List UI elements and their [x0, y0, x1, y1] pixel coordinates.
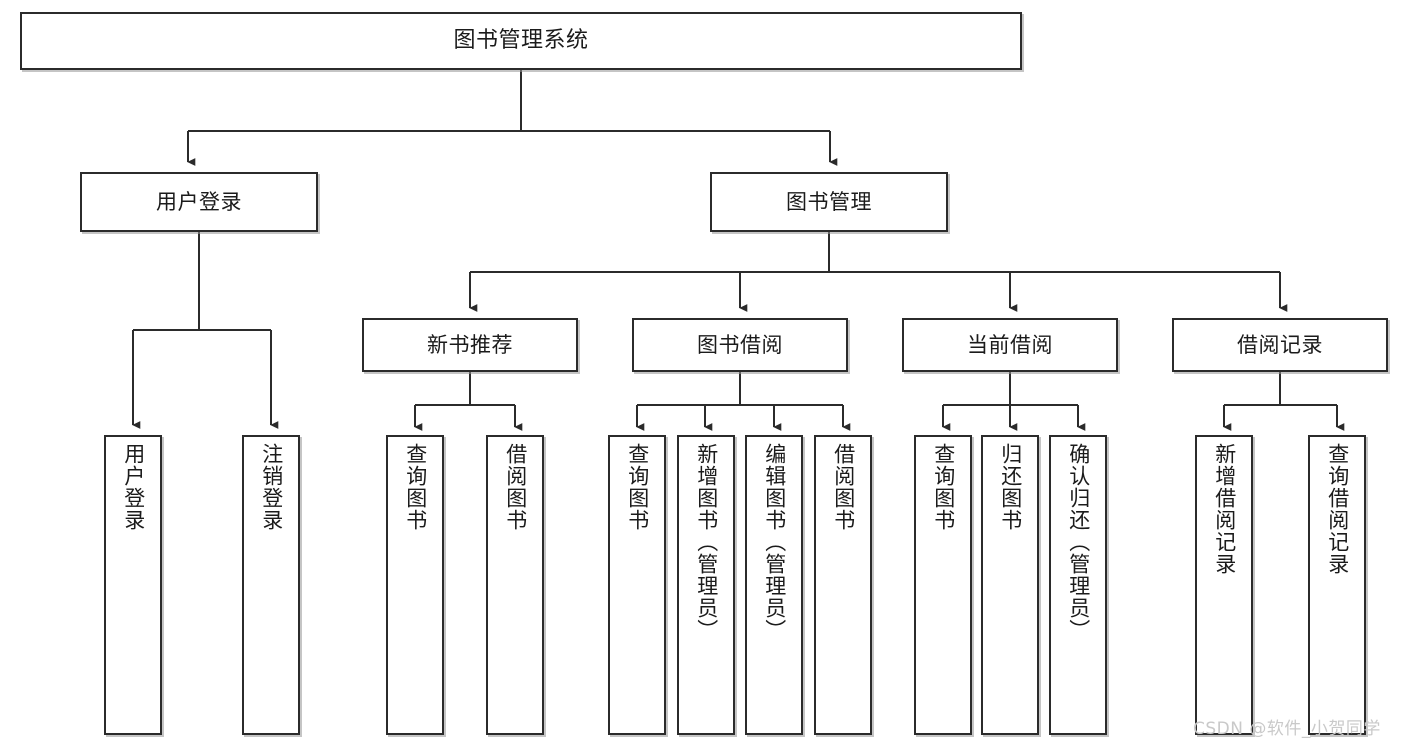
leaf-add-borrow-record[interactable]: 新增借阅记录	[1195, 435, 1253, 735]
leaf-confirm-return-admin[interactable]: 确认归还（管理员）	[1049, 435, 1107, 735]
leaf-borrow-book[interactable]: 借阅图书	[814, 435, 872, 735]
leaf-return-book[interactable]: 归还图书	[981, 435, 1039, 735]
node-label: 图书管理系统	[453, 28, 589, 54]
node-new-book-recommend[interactable]: 新书推荐	[362, 318, 578, 372]
node-borrow-record[interactable]: 借阅记录	[1172, 318, 1388, 372]
node-user-login[interactable]: 用户登录	[80, 172, 318, 232]
node-label: 编辑图书（管理员）	[762, 443, 787, 641]
leaf-query-book-borrow[interactable]: 查询图书	[608, 435, 666, 735]
node-root-system[interactable]: 图书管理系统	[20, 12, 1022, 70]
node-label: 借阅图书	[503, 443, 528, 531]
node-label: 图书借阅	[697, 332, 783, 357]
leaf-add-book-admin[interactable]: 新增图书（管理员）	[677, 435, 735, 735]
node-label: 新增借阅记录	[1212, 443, 1237, 575]
node-label: 归还图书	[998, 443, 1023, 531]
node-label: 新增图书（管理员）	[694, 443, 719, 641]
leaf-query-book-recommend[interactable]: 查询图书	[386, 435, 444, 735]
node-book-management[interactable]: 图书管理	[710, 172, 948, 232]
leaf-user-login[interactable]: 用户登录	[104, 435, 162, 735]
node-book-borrow[interactable]: 图书借阅	[632, 318, 848, 372]
node-label: 查询借阅记录	[1325, 443, 1350, 575]
node-label: 借阅记录	[1237, 332, 1323, 357]
node-current-borrow[interactable]: 当前借阅	[902, 318, 1118, 372]
leaf-query-borrow-record[interactable]: 查询借阅记录	[1308, 435, 1366, 735]
leaf-logout[interactable]: 注销登录	[242, 435, 300, 735]
node-label: 注销登录	[259, 443, 284, 531]
node-label: 图书管理	[786, 189, 872, 214]
node-label: 借阅图书	[831, 443, 856, 531]
node-label: 查询图书	[931, 443, 956, 531]
node-label: 用户登录	[156, 189, 242, 214]
leaf-edit-book-admin[interactable]: 编辑图书（管理员）	[745, 435, 803, 735]
node-label: 查询图书	[625, 443, 650, 531]
leaf-query-book-current[interactable]: 查询图书	[914, 435, 972, 735]
node-label: 确认归还（管理员）	[1066, 443, 1091, 641]
node-label: 用户登录	[121, 443, 146, 531]
leaf-borrow-book-recommend[interactable]: 借阅图书	[486, 435, 544, 735]
node-label: 查询图书	[403, 443, 428, 531]
node-label: 当前借阅	[967, 332, 1053, 357]
node-label: 新书推荐	[427, 332, 513, 357]
csdn-watermark: CSDN @软件_小贺同学	[1193, 719, 1381, 739]
